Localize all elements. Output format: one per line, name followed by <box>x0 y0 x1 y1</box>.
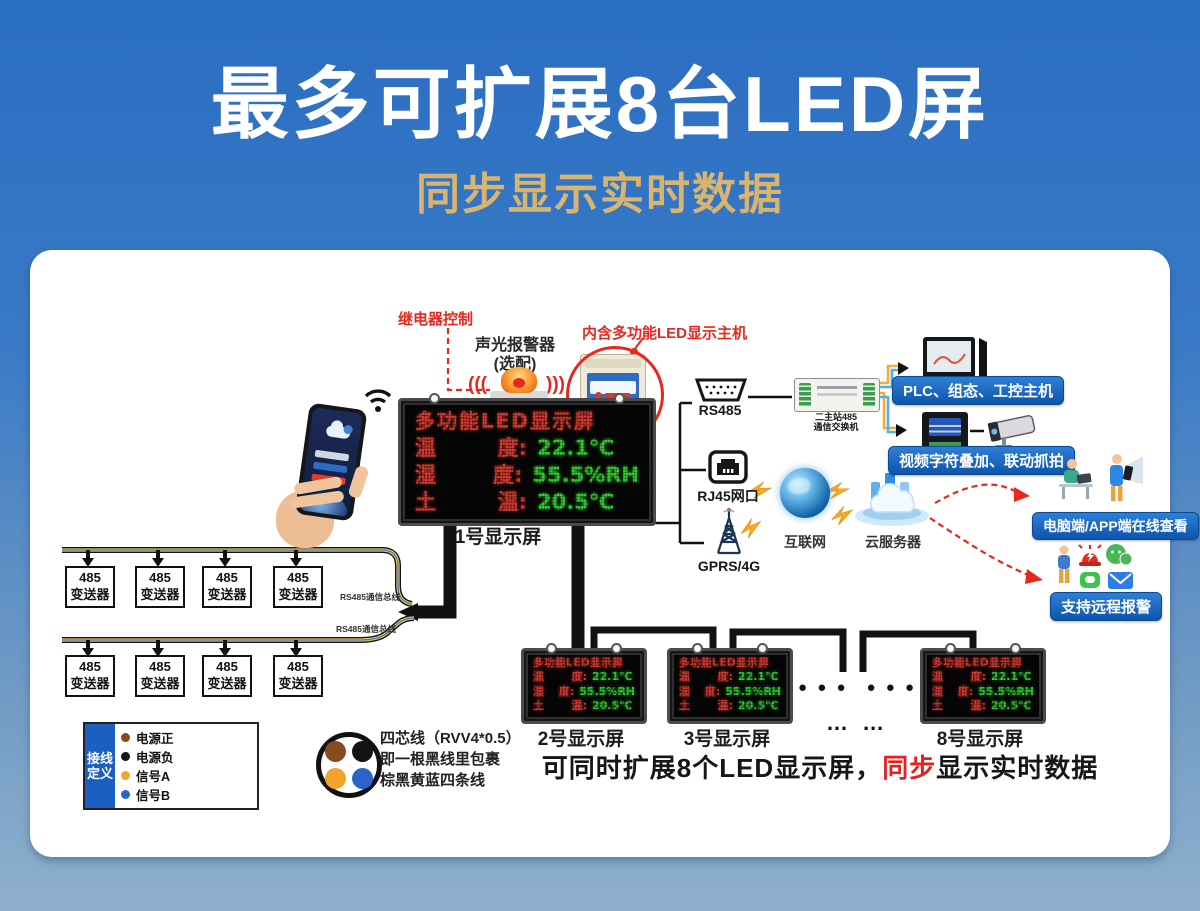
plc-badge: PLC、组态、工控主机 <box>892 376 1065 405</box>
four-core-cable-icon <box>316 732 382 798</box>
mail-icon <box>1108 572 1133 589</box>
sound-wave-left: ((( <box>468 374 487 395</box>
rj45-port-icon <box>708 450 748 484</box>
led-screen-content: 多功能LED显示屏 温度:22.1℃ 湿度:55.5%RH 土温:20.5℃ <box>405 405 649 519</box>
screen2-label: 2号显示屏 <box>537 729 625 750</box>
siren-light <box>513 378 525 388</box>
diagram-card: 继电器控制 声光报警器 (选配) ((( ))) 内含多功能LED显示主机 多功… <box>30 250 1199 857</box>
industrial-pc-icon <box>923 337 987 380</box>
legend-item: 信号A <box>121 766 251 785</box>
footer-caption: 可同时扩展8个LED显示屏，同步显示实时数据 <box>541 753 1099 783</box>
legend-item: 信号B <box>121 785 251 804</box>
screen8-label: 8号显示屏 <box>936 729 1024 750</box>
led-screen-3: 多功能LED显示屏 温度:22.1℃ 湿度:55.5%RH 土温:20.5℃ <box>667 643 793 724</box>
cctv-camera-icon <box>987 415 1036 449</box>
hanger <box>545 643 557 654</box>
hanger <box>944 643 956 654</box>
host-note: 内含多功能LED显示主机 <box>582 325 748 342</box>
led-screen-8: 多功能LED显示屏 温度:22.1℃ 湿度:55.5%RH 土温:20.5℃ <box>920 643 1046 724</box>
video-badge: 视频字符叠加、联动抓拍 <box>888 446 1076 475</box>
wire-color-dot <box>121 771 130 780</box>
legend-item: 电源正 <box>121 728 251 747</box>
phone-blue-button <box>312 461 348 474</box>
remote-alarm-icons <box>1058 544 1133 589</box>
app-logo-cloud-icon <box>325 425 351 440</box>
rs485-label: RS485 <box>698 402 742 418</box>
brand-dot <box>595 392 602 399</box>
ellipsis-labels: … … <box>826 710 889 735</box>
led-screen-1: 多功能LED显示屏 温度:22.1℃ 湿度:55.5%RH 土温:20.5℃ <box>398 393 656 526</box>
relay-control-note: 继电器控制 <box>398 311 474 328</box>
rs485-switch-device <box>794 378 880 412</box>
sound-wave-right: ))) <box>546 374 565 395</box>
internet-globe-icon <box>780 468 830 518</box>
page-subtitle: 同步显示实时数据 <box>416 170 784 219</box>
sms-icon <box>1080 572 1100 588</box>
online-view-badge: 电脑端/APP端在线查看 <box>1032 512 1199 540</box>
online-users-icon <box>1059 454 1143 501</box>
video-overlay-device <box>922 412 968 450</box>
hanger <box>614 393 626 404</box>
rs485-connector-icon <box>694 378 748 402</box>
led-screen-2: 多功能LED显示屏 温度:22.1℃ 湿度:55.5%RH 土温:20.5℃ <box>521 643 647 724</box>
rj45-label: RJ45网口 <box>697 488 759 504</box>
legend-title: 接线定义 <box>85 724 115 808</box>
siren-alert-icon <box>1078 544 1102 566</box>
remote-alarm-badge: 支持远程报警 <box>1050 592 1163 621</box>
wire-color-dot <box>121 752 130 761</box>
alarm-base <box>490 391 548 399</box>
gprs-tower-icon <box>716 508 742 555</box>
legend-item: 电源负 <box>121 747 251 766</box>
hanger <box>611 643 623 654</box>
page-title: 最多可扩展8台LED屏 <box>210 60 990 148</box>
cloud-server-icon <box>855 473 929 526</box>
ellipsis-screens: ● ● ● ● ● ● <box>798 679 918 696</box>
cable-note: 四芯线（RVV4*0.5） 即一根黑线里包裹 棕黑黄蓝四条线 <box>380 730 521 789</box>
hanger <box>1010 643 1022 654</box>
hanger <box>428 393 440 404</box>
switch-label: 二主站485 通信交换机 <box>813 412 859 432</box>
screen3-label: 3号显示屏 <box>683 729 771 750</box>
wire-color-dot <box>121 790 130 799</box>
hanger <box>757 643 769 654</box>
wechat-icon <box>1106 544 1133 566</box>
internet-label: 互联网 <box>784 534 826 550</box>
wire-color-dot <box>121 733 130 742</box>
hanger <box>691 643 703 654</box>
mobile-phone-group <box>268 382 438 552</box>
connection-lines <box>62 328 1043 672</box>
phone-input-bar <box>314 449 350 462</box>
screen1-label: 1号显示屏 <box>454 527 542 548</box>
gprs-label: GPRS/4G <box>697 558 761 574</box>
bus-label-1: RS485通信总线 <box>340 592 400 602</box>
wiring-legend: 接线定义 电源正 电源负 信号A 信号B <box>83 722 259 810</box>
wifi-icon <box>364 389 392 412</box>
cloud-label: 云服务器 <box>865 534 921 550</box>
bus-label-2: RS485通信总线 <box>336 624 396 634</box>
